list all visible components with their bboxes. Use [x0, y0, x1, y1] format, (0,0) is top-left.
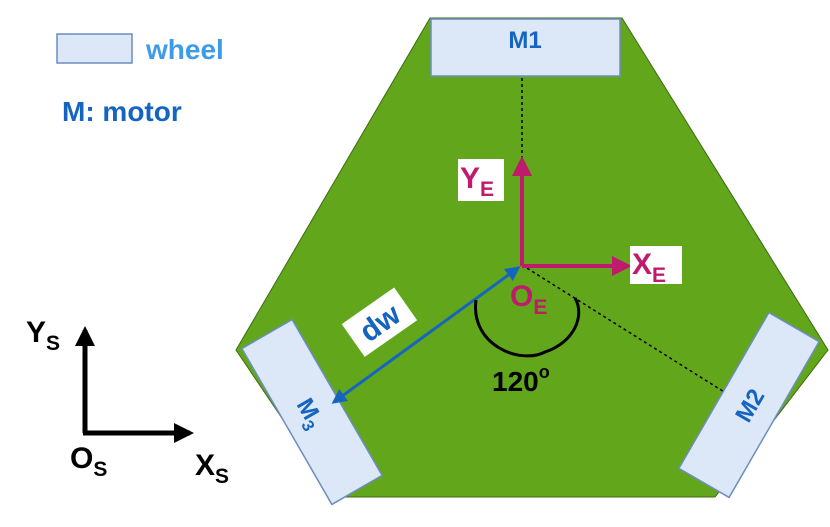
- dw-label-group: dw: [341, 287, 418, 357]
- frame-e-x-base: X: [632, 248, 652, 281]
- angle-unit: o: [539, 362, 550, 382]
- frame-s-x-base: X: [195, 449, 215, 482]
- frame-e-y-sub: E: [480, 178, 494, 201]
- frame-s-x-label: XS: [195, 449, 229, 488]
- frame-e-y-label-bg: [458, 159, 504, 201]
- frame-s-y-sub: S: [46, 332, 60, 355]
- wheel-m2: M2: [677, 311, 821, 499]
- legend-wheel-swatch: [56, 33, 133, 64]
- frame-s-o-sub: S: [93, 458, 107, 481]
- wheel-m3: M3: [240, 318, 384, 506]
- frame-s-y-label: YS: [26, 316, 60, 355]
- legend-wheel-label: wheel: [145, 34, 224, 65]
- frame-s-origin-label: OS: [70, 442, 107, 481]
- frame-e-x-sub: E: [652, 264, 666, 287]
- m2-axis-line: [521, 264, 746, 406]
- dw-distance-arrow: [331, 266, 521, 404]
- wheel-m2-body: [677, 311, 821, 499]
- dw-label-bg: [341, 287, 418, 357]
- frame-e-y-base: Y: [460, 162, 480, 195]
- frame-s-x-sub: S: [215, 465, 229, 488]
- frame-e-origin-label: OE: [510, 280, 547, 319]
- legend-motor-label: M: motor: [62, 96, 182, 127]
- frame-e-o-sub: E: [533, 296, 547, 319]
- frame-e-x-label-bg: [630, 246, 682, 284]
- frame-s-o-base: O: [70, 442, 93, 475]
- frame-e-y-label: YE: [460, 162, 494, 201]
- angle-arc: [474, 297, 581, 358]
- frame-e-o-base: O: [510, 280, 533, 313]
- angle-value: 120: [492, 366, 539, 397]
- frame-s-y-base: Y: [26, 316, 46, 349]
- frame-e-x-label: XE: [632, 248, 666, 287]
- angle-label: 120o: [492, 362, 550, 397]
- motor-label-m1: M1: [508, 27, 541, 54]
- wheel-m1: [430, 18, 621, 77]
